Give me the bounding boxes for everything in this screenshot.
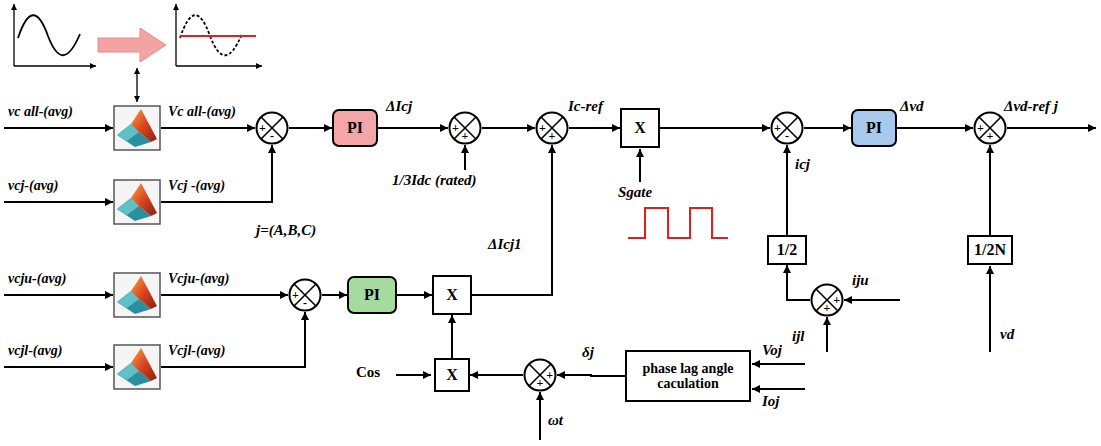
signal-connector	[660, 127, 770, 129]
signal-connector	[897, 127, 973, 129]
signal-label: vcjl-(avg)	[8, 343, 62, 359]
summing-junction: +-	[770, 111, 804, 145]
signal-label: vd	[1000, 326, 1014, 343]
sign: +	[833, 294, 840, 306]
signal-label: δj	[582, 344, 594, 361]
summing-junction: ++	[810, 283, 844, 317]
signal-connector	[397, 294, 432, 296]
signal-connector	[289, 127, 332, 129]
signal-label: vcju-(avg)	[8, 271, 66, 287]
sign: +	[462, 130, 469, 142]
block-label: X	[446, 366, 458, 384]
signal-connector	[557, 375, 625, 376]
signal-label: vcj-(avg)	[8, 178, 59, 194]
gain-block: X	[620, 108, 660, 148]
gain-block: X	[432, 275, 472, 315]
sign: +	[452, 122, 459, 134]
signal-connector	[322, 294, 347, 296]
sign: -	[270, 130, 274, 142]
signal-connector	[989, 145, 991, 235]
function-block-icon	[114, 106, 160, 150]
signal-label: icj	[795, 156, 810, 173]
sign: +	[987, 130, 994, 142]
signal-label: Vcju-(avg)	[168, 271, 229, 287]
block-label: PI	[347, 119, 363, 137]
signal-label: ΔIcj	[386, 98, 412, 115]
signal-label: iju	[852, 272, 869, 289]
sign: +	[824, 302, 831, 314]
sign: -	[785, 130, 789, 142]
signal-label: vc all-(avg)	[8, 104, 73, 120]
signal-label: Δvd	[900, 98, 924, 115]
summing-junction: ++	[523, 358, 557, 392]
block-label: 1/2N	[974, 241, 1006, 259]
sign: +	[259, 122, 266, 134]
sign: +	[546, 369, 553, 381]
transform-arrow	[98, 28, 166, 62]
signal-connector	[482, 127, 535, 129]
summing-junction: ++	[973, 111, 1007, 145]
signal-label: Vcjl-(avg)	[168, 343, 226, 359]
signal-label: ijl	[792, 328, 805, 345]
signal-label: Vc all-(avg)	[168, 104, 236, 120]
block-label: X	[634, 119, 646, 137]
function-block-icon	[114, 273, 160, 317]
summing-junction: ++	[535, 111, 569, 145]
signal-connector	[470, 374, 523, 376]
block-label: phase lag angle caculation	[632, 361, 744, 392]
sign: +	[774, 122, 781, 134]
signal-label: Δvd-ref j	[1004, 98, 1058, 115]
signal-connector	[451, 315, 453, 358]
summing-junction: +-	[255, 111, 289, 145]
sign: +	[549, 130, 556, 142]
block-label: PI	[364, 286, 380, 304]
annotation-label: j=(A,B,C)	[256, 222, 316, 239]
pi-controller: PI	[332, 109, 378, 147]
gain-block: 1/2	[767, 235, 807, 265]
signal-connector	[804, 127, 851, 129]
relation-arrow	[136, 68, 137, 102]
signal-connector	[786, 145, 788, 235]
sign: -	[303, 297, 307, 309]
signal-connector	[569, 127, 620, 129]
input-waveform-plot	[14, 4, 96, 66]
signal-label: ωt	[548, 412, 563, 429]
summing-junction: ++	[448, 111, 482, 145]
calculation-block: phase lag angle caculation	[625, 350, 751, 402]
signal-connector	[378, 127, 448, 129]
sign: +	[539, 122, 546, 134]
signal-label: Ic-ref	[568, 98, 603, 115]
function-block-icon	[114, 180, 160, 224]
annotation-label: Cos	[356, 364, 380, 381]
function-block-icon	[114, 345, 160, 389]
block-label: PI	[866, 119, 882, 137]
gain-block: 1/2N	[967, 235, 1013, 265]
sign: +	[537, 377, 544, 389]
pi-controller: PI	[851, 109, 897, 147]
block-label: 1/2	[777, 241, 797, 259]
gain-block: X	[434, 358, 470, 392]
signal-wires	[4, 128, 1096, 440]
sign: +	[977, 122, 984, 134]
summing-junction: +-	[288, 278, 322, 312]
signal-label: Sgate	[618, 184, 652, 201]
signal-label: ΔIcj1	[488, 236, 522, 253]
output-waveform-plot	[176, 4, 262, 66]
pi-controller: PI	[347, 276, 397, 314]
signal-connector	[787, 265, 810, 300]
gate-square-wave	[628, 208, 728, 238]
sign: +	[292, 289, 299, 301]
signal-label: Ioj	[762, 393, 780, 410]
signal-label: Vcj -(avg)	[168, 178, 225, 194]
block-label: X	[446, 286, 458, 304]
signal-label: Voj	[762, 342, 782, 359]
signal-connector	[472, 145, 552, 295]
signal-label: 1/3Idc (rated)	[392, 172, 477, 189]
